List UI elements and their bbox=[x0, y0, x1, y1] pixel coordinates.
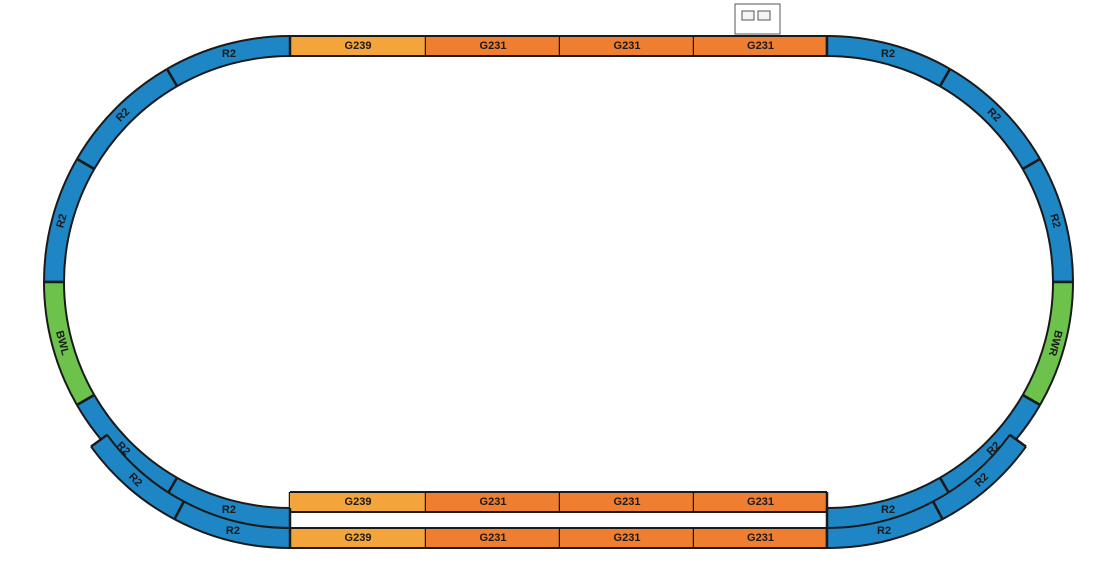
track-label: G231 bbox=[614, 496, 641, 508]
track-label: G231 bbox=[480, 40, 507, 52]
track-r2[interactable] bbox=[933, 435, 1026, 519]
track-label: G231 bbox=[747, 40, 774, 52]
track-r2[interactable] bbox=[45, 159, 94, 283]
track-label: G231 bbox=[747, 532, 774, 544]
track-r2[interactable] bbox=[77, 69, 177, 169]
track-label: R2 bbox=[222, 504, 236, 516]
track-label: R2 bbox=[881, 48, 895, 60]
track-r2[interactable] bbox=[77, 395, 177, 495]
track-joint bbox=[76, 157, 95, 171]
track-bwl[interactable] bbox=[45, 281, 94, 405]
track-label: G239 bbox=[345, 496, 372, 508]
track-label: G231 bbox=[614, 40, 641, 52]
track-joint bbox=[165, 68, 179, 87]
track-label: G239 bbox=[345, 40, 372, 52]
track-label: R2 bbox=[226, 525, 240, 537]
track-r2[interactable] bbox=[91, 435, 184, 519]
track-joint bbox=[931, 500, 944, 520]
track-bwr[interactable] bbox=[1023, 281, 1072, 405]
track-pieces bbox=[43, 35, 1074, 549]
track-r2[interactable] bbox=[167, 37, 291, 86]
buffer-stop-part bbox=[741, 10, 755, 21]
track-label: R2 bbox=[54, 213, 69, 230]
track-joint bbox=[1022, 157, 1041, 171]
track-joint bbox=[90, 433, 108, 448]
track-r2[interactable] bbox=[826, 478, 950, 527]
track-label: G239 bbox=[345, 532, 372, 544]
buffer-stop-part bbox=[757, 10, 771, 21]
track-label: R2 bbox=[1047, 213, 1062, 230]
track-r2[interactable] bbox=[167, 478, 291, 527]
track-joint bbox=[173, 500, 186, 520]
track-r2[interactable] bbox=[940, 69, 1040, 169]
track-r2[interactable] bbox=[940, 395, 1040, 495]
track-joint bbox=[938, 68, 952, 87]
track-label: G231 bbox=[614, 532, 641, 544]
track-label: R2 bbox=[877, 525, 891, 537]
track-joint bbox=[76, 393, 95, 407]
track-label: R2 bbox=[222, 48, 236, 60]
track-joint bbox=[1022, 393, 1041, 407]
track-r2[interactable] bbox=[826, 37, 950, 86]
track-r2[interactable] bbox=[1023, 159, 1072, 283]
track-joint bbox=[1009, 433, 1027, 448]
track-label: G231 bbox=[480, 496, 507, 508]
track-r2[interactable] bbox=[174, 502, 291, 547]
track-label: G231 bbox=[747, 496, 774, 508]
buffer-stop-icon bbox=[734, 3, 781, 35]
track-r2[interactable] bbox=[826, 502, 943, 547]
track-label: G231 bbox=[480, 532, 507, 544]
track-label: R2 bbox=[881, 504, 895, 516]
